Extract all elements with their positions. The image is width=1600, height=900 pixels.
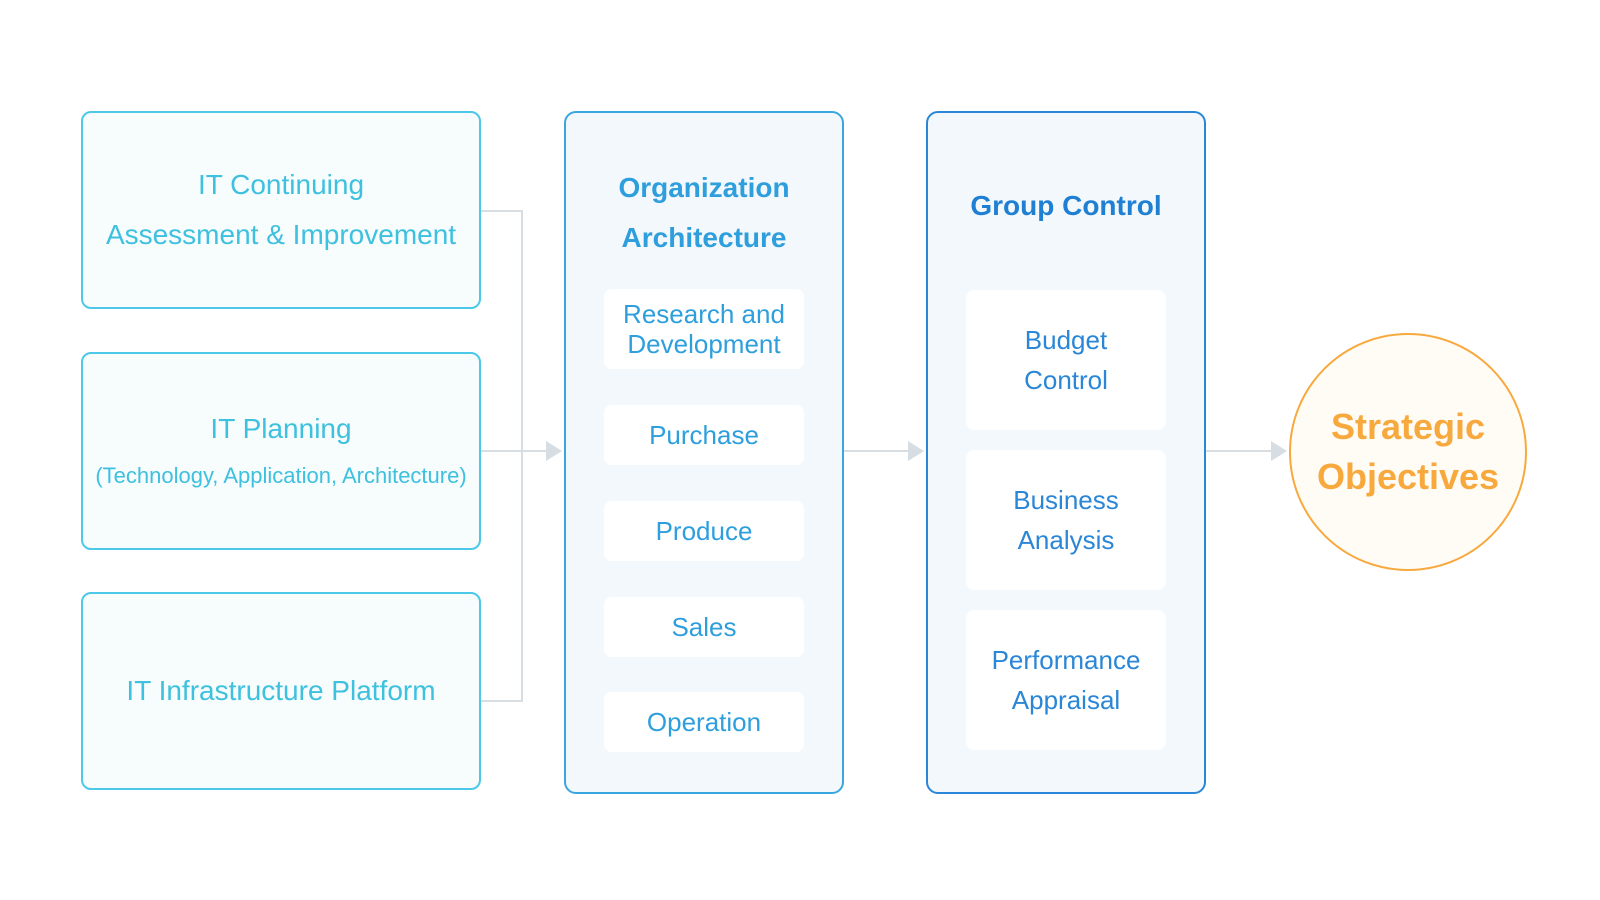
arrow-head-2 [908, 441, 924, 461]
arrow-head-1 [546, 441, 562, 461]
org-item-label: Produce [655, 515, 753, 546]
group-item-budget-control: Budget Control [966, 290, 1166, 430]
objective-line: Objectives [1316, 456, 1500, 497]
organization-architecture-column: Organization Architecture Research and D… [564, 111, 844, 794]
org-item-operation: Operation [604, 692, 804, 752]
org-item-label: Sales [671, 611, 737, 642]
organization-title-line: Architecture [621, 222, 787, 253]
org-item-label: Operation [646, 706, 762, 737]
arrow-head-3 [1271, 441, 1287, 461]
org-item-label: Purchase [649, 419, 759, 450]
group-control-column: Group Control Budget Control Business An… [926, 111, 1206, 794]
group-item-business-analysis: Business Analysis [966, 450, 1166, 590]
input-box-subtitle: (Technology, Application, Architecture) [95, 463, 467, 488]
group-item-performance-appraisal: Performance Appraisal [966, 610, 1166, 750]
input-box-it-infrastructure: IT Infrastructure Platform [81, 592, 481, 790]
org-item-research-development: Research and Development [604, 289, 804, 369]
input-box-title: IT Planning [210, 413, 352, 444]
strategic-objectives-circle: Strategic Objectives [1289, 333, 1527, 571]
org-item-label: Development [627, 329, 781, 359]
input-box-it-planning: IT Planning (Technology, Application, Ar… [81, 352, 481, 550]
input-box-line: IT Continuing [197, 169, 365, 200]
connector-line-1 [481, 210, 523, 702]
group-control-title: Group Control [970, 190, 1162, 221]
objective-line: Strategic [1330, 406, 1486, 447]
group-item-label: Control [1024, 365, 1108, 395]
input-box-line: Assessment & Improvement [105, 219, 457, 250]
org-item-purchase: Purchase [604, 405, 804, 465]
group-item-label: Budget [1024, 325, 1108, 355]
input-box-it-continuing: IT Continuing Assessment & Improvement [81, 111, 481, 309]
group-item-label: Business [1013, 485, 1119, 515]
input-box-line: IT Infrastructure Platform [126, 675, 436, 706]
group-item-label: Appraisal [1011, 685, 1121, 715]
org-item-produce: Produce [604, 501, 804, 561]
organization-title: Organization Architecture [566, 163, 842, 263]
org-item-sales: Sales [604, 597, 804, 657]
org-item-label: Research and [623, 299, 785, 329]
group-item-label: Performance [991, 645, 1141, 675]
organization-title-line: Organization [618, 172, 790, 203]
group-item-label: Analysis [1017, 525, 1115, 555]
